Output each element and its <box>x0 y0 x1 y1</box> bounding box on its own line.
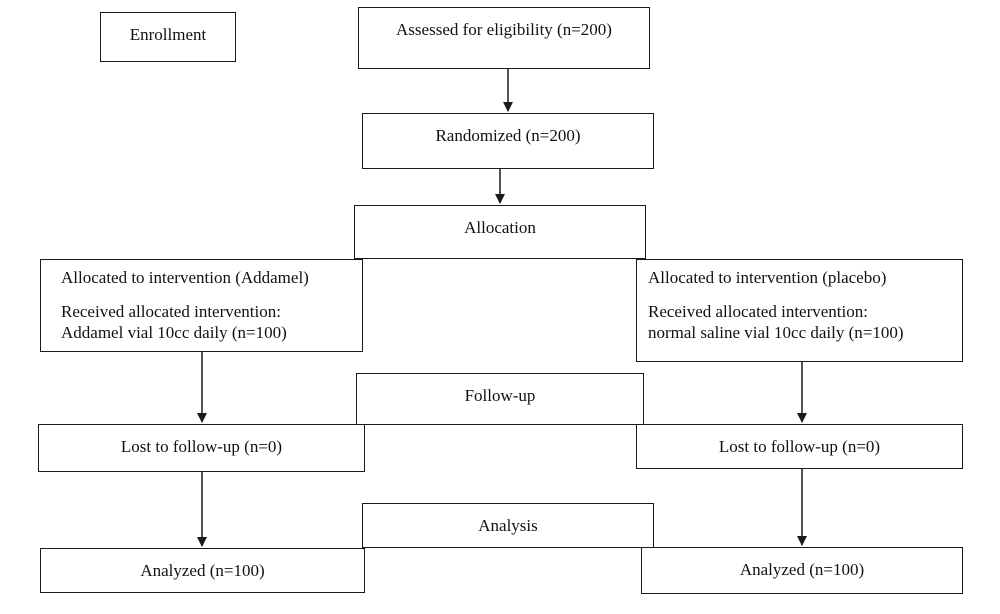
assessed-eligibility-box: Assessed for eligibility (n=200) <box>358 7 650 69</box>
analyzed-left-box: Analyzed (n=100) <box>40 548 365 593</box>
lost-followup-right-box: Lost to follow-up (n=0) <box>636 424 963 469</box>
analyzed-right-label: Analyzed (n=100) <box>739 560 865 579</box>
intervention-placebo-box: Allocated to intervention (placebo) Rece… <box>636 259 963 362</box>
analyzed-left-label: Analyzed (n=100) <box>140 561 265 580</box>
analysis-label: Analysis <box>478 516 538 535</box>
analysis-box: Analysis <box>362 503 654 548</box>
randomized-label: Randomized (n=200) <box>435 126 581 145</box>
followup-label: Follow-up <box>464 386 536 405</box>
assessed-eligibility-label: Assessed for eligibility (n=200) <box>396 20 612 39</box>
followup-box: Follow-up <box>356 373 644 425</box>
enrollment-box: Enrollment <box>100 12 236 62</box>
lost-followup-left-label: Lost to follow-up (n=0) <box>120 437 283 456</box>
intervention-placebo-dose: normal saline vial 10cc daily (n=100) <box>648 322 904 342</box>
allocation-label: Allocation <box>464 218 536 237</box>
intervention-placebo-received: Received allocated intervention: <box>648 302 868 322</box>
intervention-addamel-title: Allocated to intervention (Addamel) <box>61 268 309 287</box>
enrollment-label: Enrollment <box>129 25 207 44</box>
allocation-box: Allocation <box>354 205 646 259</box>
lost-followup-left-box: Lost to follow-up (n=0) <box>38 424 365 472</box>
intervention-placebo-title: Allocated to intervention (placebo) <box>648 268 887 287</box>
intervention-addamel-received: Received allocated intervention: <box>61 302 281 322</box>
lost-followup-right-label: Lost to follow-up (n=0) <box>718 437 881 456</box>
intervention-addamel-dose: Addamel vial 10cc daily (n=100) <box>61 322 287 342</box>
randomized-box: Randomized (n=200) <box>362 113 654 169</box>
intervention-addamel-box: Allocated to intervention (Addamel) Rece… <box>40 259 363 352</box>
analyzed-right-box: Analyzed (n=100) <box>641 547 963 594</box>
